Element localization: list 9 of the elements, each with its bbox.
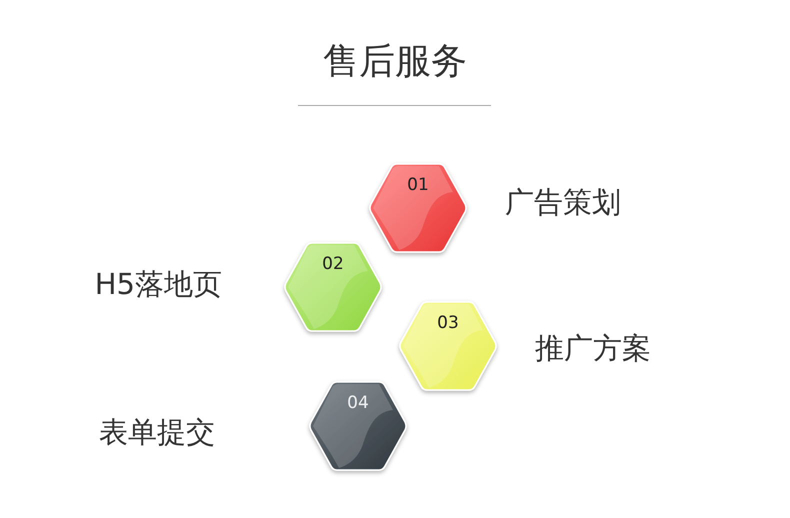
- title: 售后服务: [323, 40, 467, 84]
- step-number: 04: [347, 393, 369, 413]
- step-number: 01: [407, 175, 429, 195]
- step-number: 03: [437, 313, 459, 333]
- step-number: 02: [322, 254, 344, 274]
- step-label: 广告策划: [505, 184, 621, 220]
- step-label: 推广方案: [535, 330, 651, 366]
- step-label: 表单提交: [99, 414, 215, 450]
- step-label: H5落地页: [94, 266, 222, 302]
